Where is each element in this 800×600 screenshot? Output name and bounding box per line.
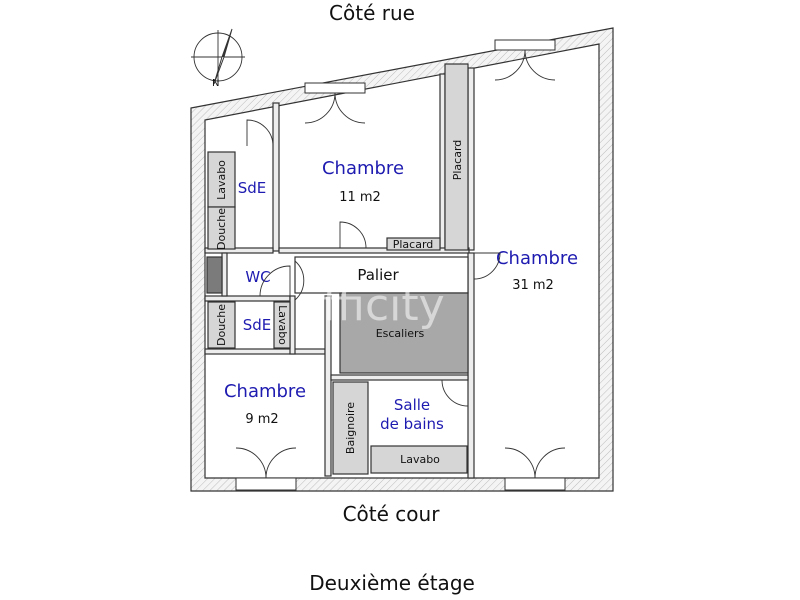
interior-walls [204,67,475,479]
watermark-logo: efficity [295,280,444,331]
baignoire-label: Baignoire [344,402,357,454]
placard-small-label: Placard [393,238,434,251]
chambre-31-label: Chambre [496,248,578,269]
baignoire-fixture [332,381,369,475]
douche-top-fixture [207,206,236,250]
placard-tall-label: Placard [451,140,464,181]
lavabo-bath-fixture [370,445,468,474]
douche-mid-fixture [207,301,236,349]
sde-top-label: SdE [238,179,267,197]
douche-top-label: Douche [215,208,228,250]
douche-mid-label: Douche [215,304,228,346]
chambre-9-area: 9 m2 [245,412,278,427]
windows [235,39,566,491]
street-side-caption: Côté rue [329,1,415,25]
chambre-11-label: Chambre [322,158,404,179]
compass-north-label: N [212,78,219,89]
stairs-label: Escaliers [376,327,425,340]
stairs-area [339,292,469,374]
lavabo-mid-fixture [273,301,291,349]
chambre-11-area: 11 m2 [339,190,381,205]
wc-label: WC [245,268,270,286]
lavabo-top-label: Lavabo [215,160,228,200]
placard-tall-fixture [444,63,469,251]
placard-small-fixture [386,237,441,251]
lavabo-mid-label: Lavabo [276,305,289,345]
wc-fixture [206,256,223,294]
salle-de-bains-label-line2: de bains [380,415,444,433]
compass-icon: N [191,28,245,89]
palier-label: Palier [357,266,399,284]
lavabo-top-fixture [207,151,236,208]
salle-de-bains-label-line1: Salle [394,396,430,414]
doors [246,119,501,407]
chambre-9-label: Chambre [224,381,306,402]
chambre-31-area: 31 m2 [512,278,554,293]
courtyard-side-caption: Côté cour [343,502,441,526]
sde-mid-label: SdE [243,316,272,334]
lavabo-bath-label: Lavabo [400,453,440,466]
floor-caption: Deuxième étage [309,571,475,595]
